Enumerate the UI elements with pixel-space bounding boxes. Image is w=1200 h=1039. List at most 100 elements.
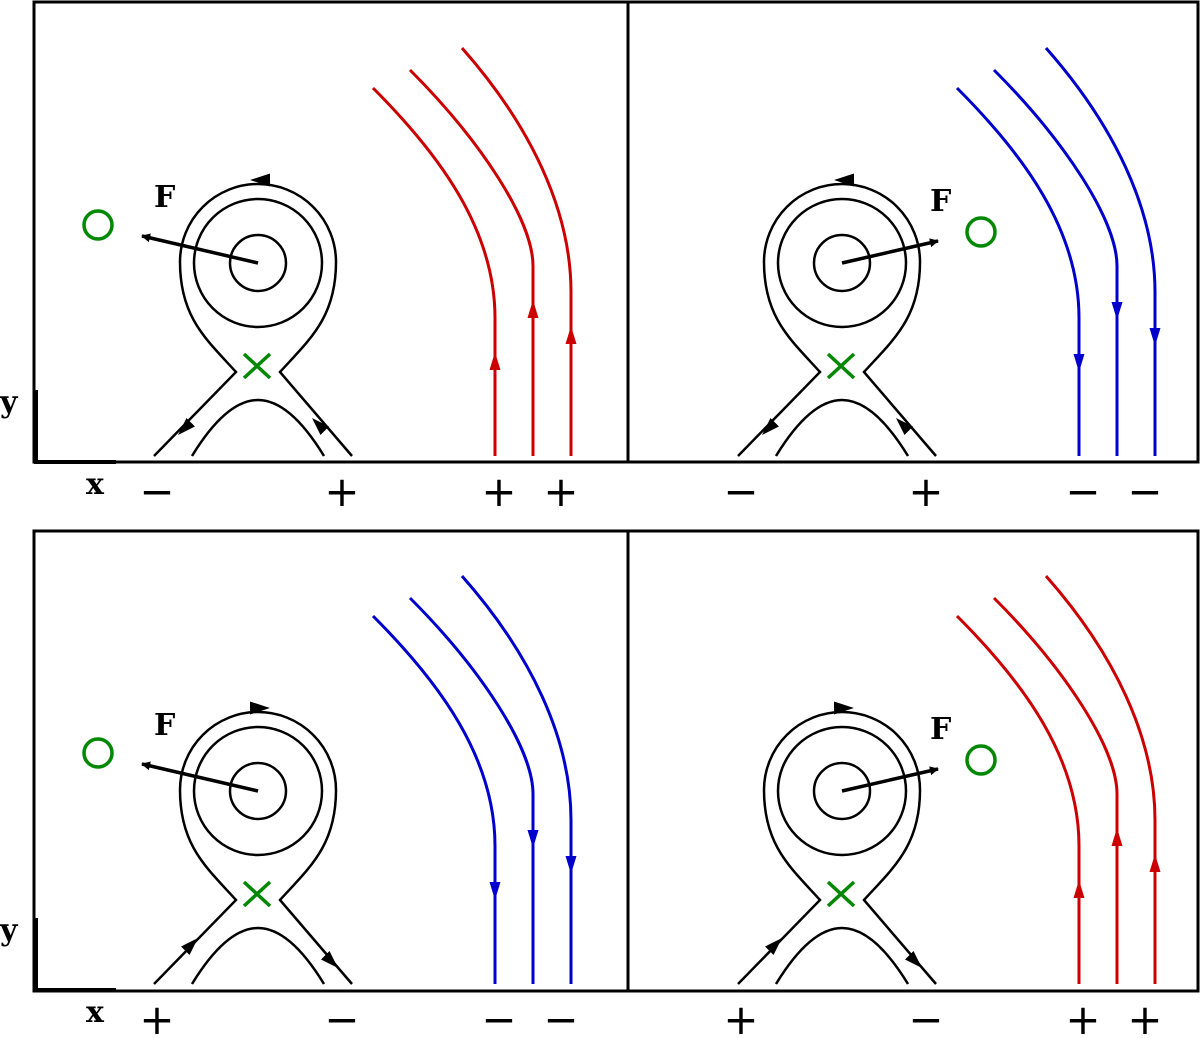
sign-label: + — [1127, 995, 1162, 1039]
lower-flux-arch — [190, 398, 326, 457]
loop-arrow-ccw-icon — [834, 173, 854, 187]
field-line — [371, 614, 497, 984]
field-line — [460, 575, 573, 984]
lower-flux-arch — [190, 926, 326, 985]
field-arrow-down-icon — [1111, 302, 1123, 320]
sign-label: − — [324, 995, 359, 1039]
lower-flux-arch — [774, 926, 910, 985]
leg-arrow-icon — [178, 418, 195, 435]
x-axis-label: x — [86, 467, 105, 502]
sign-label: + — [908, 467, 943, 516]
field-arrow-up-icon — [489, 352, 501, 370]
force-vector-arrow — [141, 233, 259, 265]
lower-flux-arch — [774, 398, 910, 457]
leg-arrow-icon — [762, 418, 779, 435]
force-label: F — [930, 712, 951, 747]
field-line — [1044, 575, 1157, 984]
field-line — [371, 86, 497, 456]
y-axis-label: y — [0, 385, 19, 420]
separatrix-line — [153, 182, 353, 457]
separatrix-line — [153, 710, 353, 985]
panels: F−+++F−+−−F+−−−F+−++ — [82, 47, 1163, 1039]
o-point-icon — [82, 209, 114, 241]
sign-label: − — [543, 995, 578, 1039]
sign-label: + — [543, 467, 578, 516]
panel-frames — [32, 0, 1200, 993]
field-arrow-up-icon — [1073, 880, 1085, 898]
o-point-icon — [82, 737, 114, 769]
x-point-icon — [242, 352, 272, 380]
field-arrow-up-icon — [527, 300, 539, 318]
bottom-frame — [32, 529, 1200, 993]
inner-flux-circle — [228, 233, 288, 293]
sign-label: − — [1127, 467, 1162, 516]
inner-flux-circle — [812, 233, 872, 293]
force-vector-arrow — [841, 766, 939, 793]
inner-flux-circle — [228, 761, 288, 821]
sign-label: + — [324, 467, 359, 516]
panel-top-left: F − + + + — [82, 47, 579, 516]
force-label: F — [930, 184, 951, 219]
separatrix-line — [737, 182, 937, 457]
force-label: F — [154, 180, 175, 215]
field-arrow-up-icon — [565, 326, 577, 344]
loop-arrow-ccw-icon — [250, 173, 270, 187]
sign-label: − — [723, 467, 758, 516]
field-line — [992, 68, 1119, 456]
middle-flux-circle — [192, 725, 324, 857]
x-axis-label: x — [86, 995, 105, 1030]
axis-indicator-top: y x — [0, 385, 116, 502]
panel-top-right: F−+−− — [723, 47, 1163, 516]
axis-indicator-bottom: y x — [0, 913, 116, 1030]
separatrix-line — [737, 710, 937, 985]
sign-label: + — [139, 995, 174, 1039]
axis-lines — [34, 390, 116, 464]
field-line — [1044, 47, 1157, 456]
o-point-icon — [965, 744, 997, 776]
sign-label: + — [481, 467, 516, 516]
field-line — [955, 614, 1081, 984]
o-point-icon — [965, 216, 997, 248]
leg-arrow-icon — [765, 938, 782, 955]
field-line — [955, 86, 1081, 456]
field-arrow-down-icon — [489, 882, 501, 900]
leg-arrow-icon — [321, 951, 338, 968]
leg-arrow-icon — [181, 938, 198, 955]
middle-flux-circle — [776, 725, 908, 857]
leg-arrow-icon — [896, 418, 913, 435]
field-arrow-up-icon — [1149, 854, 1161, 872]
loop-arrow-cw-icon — [250, 701, 270, 715]
force-vector-arrow — [841, 238, 939, 265]
force-vector-arrow — [141, 761, 259, 793]
loop-arrow-cw-icon — [834, 701, 854, 715]
field-line — [408, 68, 535, 456]
field-arrow-up-icon — [1111, 828, 1123, 846]
y-axis-label: y — [0, 913, 19, 948]
sign-label: + — [723, 995, 758, 1039]
panel-bottom-left: F+−−− — [82, 575, 579, 1039]
field-line — [992, 596, 1119, 984]
sign-label: − — [139, 467, 174, 516]
panel-bottom-right: F + − + + — [723, 575, 1163, 1039]
field-arrow-down-icon — [1149, 328, 1161, 346]
field-line — [408, 596, 535, 984]
sign-label: − — [481, 995, 516, 1039]
field-arrow-down-icon — [565, 856, 577, 874]
x-point-icon — [242, 880, 272, 908]
x-point-icon — [826, 352, 856, 380]
top-frame — [32, 0, 1200, 464]
sign-label: − — [1065, 467, 1100, 516]
axis-lines — [34, 918, 116, 992]
field-arrow-down-icon — [527, 830, 539, 848]
sign-label: + — [1065, 995, 1100, 1039]
field-arrow-down-icon — [1073, 354, 1085, 372]
force-label: F — [154, 708, 175, 743]
sign-label: − — [908, 995, 943, 1039]
middle-flux-circle — [192, 197, 324, 329]
field-line — [460, 47, 573, 456]
leg-arrow-icon — [905, 951, 922, 968]
middle-flux-circle — [776, 197, 908, 329]
inner-flux-circle — [812, 761, 872, 821]
x-point-icon — [826, 880, 856, 908]
